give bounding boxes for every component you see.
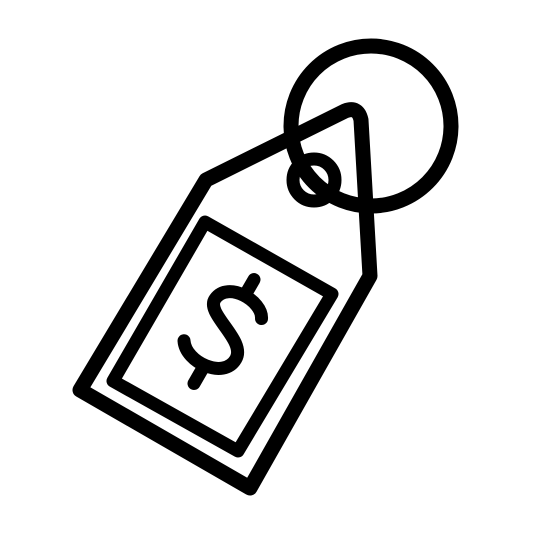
dollar-s-curve: [177, 285, 269, 375]
tag-hole-icon: [286, 152, 342, 208]
tag-body-outline: [72, 102, 378, 496]
dollar-sign-icon: [177, 273, 269, 390]
tag-label-panel: [106, 215, 339, 458]
dollar-bottom-bar: [187, 363, 209, 390]
dollar-top-bar: [239, 273, 261, 300]
